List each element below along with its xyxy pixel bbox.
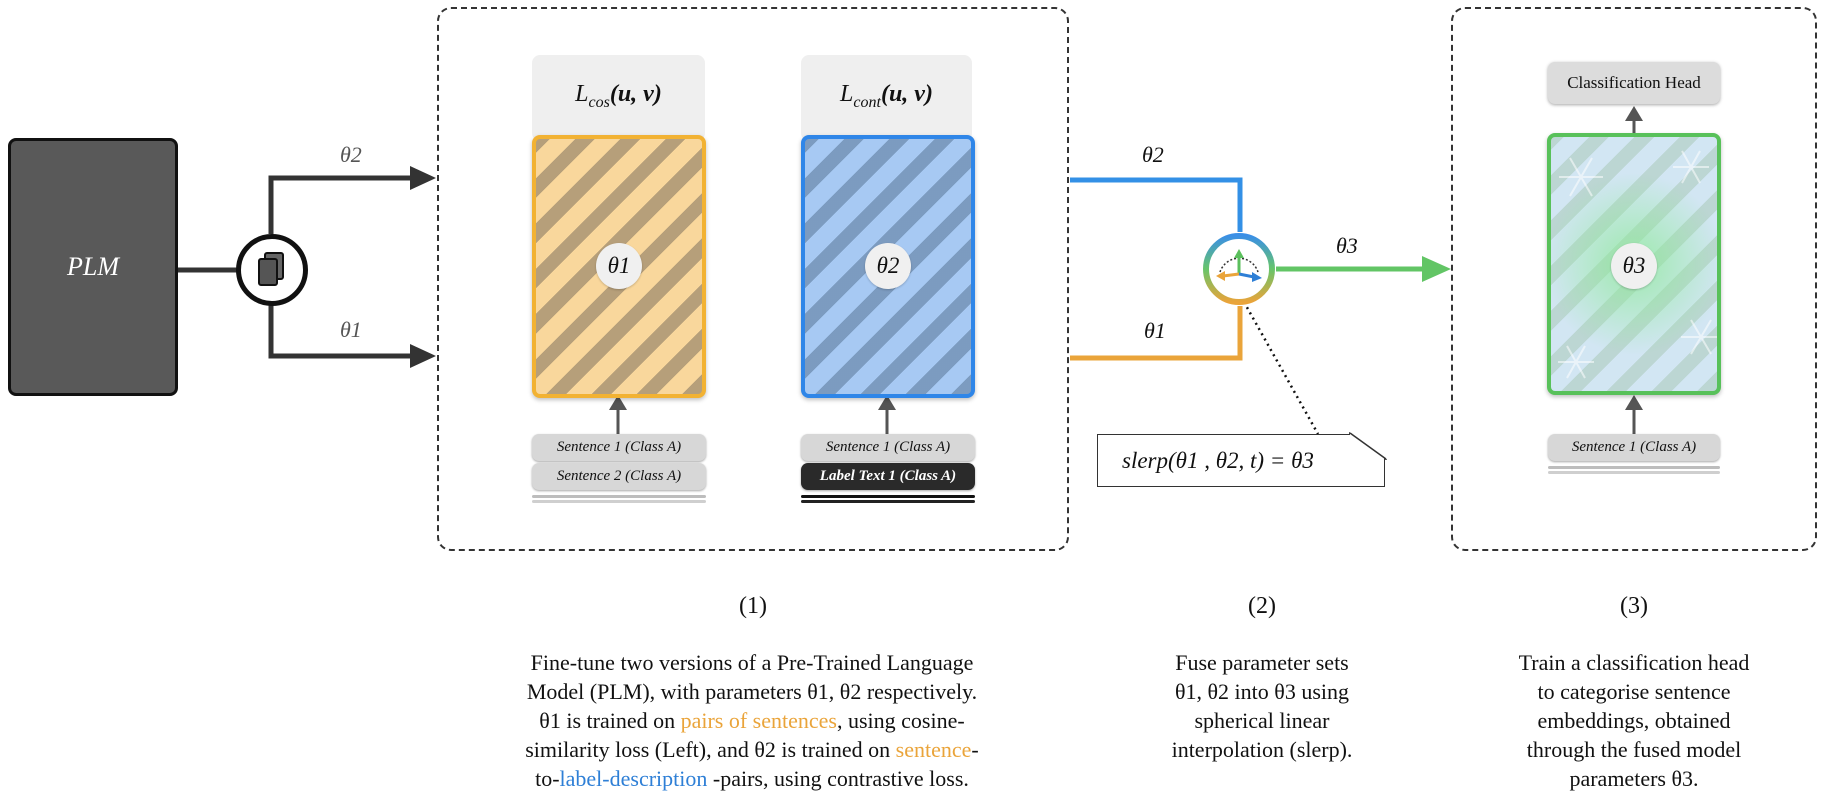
description-text: interpolation (slerp). (1171, 737, 1353, 762)
stage3-input-stack-shadow-2 (1548, 471, 1720, 474)
highlighted-text: pairs of sentences (680, 708, 837, 733)
description-text: through the fused model (1526, 737, 1742, 762)
description-text: Fine-tune two versions of a Pre-Trained … (530, 650, 974, 675)
right-input-sentence-1: Sentence 1 (Class A) (801, 434, 975, 461)
description-text: to categorise sentence (1537, 679, 1731, 704)
fusion-blue-line (1070, 177, 1243, 232)
branch-bottom-label: θ1 (340, 317, 362, 342)
step-3-line: Train a classification head (1484, 648, 1784, 677)
model-card-theta2: θ2 (801, 135, 975, 398)
formula-leader (1242, 301, 1320, 435)
step-1-number: (1) (739, 593, 767, 619)
slerp-icon (1203, 233, 1275, 305)
fusion-out-label: θ3 (1336, 233, 1358, 258)
slerp-formula-note: slerp(θ1 , θ2, t) = θ3 (1097, 434, 1385, 487)
theta3-badge: θ3 (1611, 243, 1657, 289)
description-text: -pairs, using contrastive loss. (707, 766, 969, 791)
snowflake-texture (1558, 150, 1717, 379)
step-2-line: spherical linear (1112, 706, 1412, 735)
branch-bottom-connector (268, 304, 410, 359)
model-card-theta1: θ1 (532, 135, 706, 398)
branch-top-label: θ2 (340, 142, 362, 167)
branch-bottom-arrowhead (410, 344, 436, 368)
theta1-badge: θ1 (596, 243, 642, 289)
step-1-line: to-label-description -pairs, using contr… (452, 764, 1052, 793)
slerp-formula: slerp(θ1 , θ2, t) = θ3 (1122, 447, 1314, 473)
model-card-theta3: θ3 (1547, 133, 1721, 395)
left-input-stack-shadow-1 (532, 495, 706, 498)
step-1-line: Fine-tune two versions of a Pre-Trained … (452, 648, 1052, 677)
step-2-line: θ1, θ2 into θ3 using (1112, 677, 1412, 706)
loss-cos-symbol: L (575, 81, 589, 107)
copy-icon (258, 252, 284, 286)
step-3-description: Train a classification head to categorise… (1484, 648, 1784, 793)
highlighted-text: sentence (895, 737, 972, 762)
note-fold-icon (1349, 432, 1387, 460)
description-text: Fuse parameter sets (1175, 650, 1349, 675)
step-3-number: (3) (1620, 593, 1648, 619)
branch-top-connector (268, 175, 410, 234)
right-input-label-text: Label Text 1 (Class A) (801, 463, 975, 490)
loss-cos-args: (u, v) (609, 81, 662, 107)
loss-cos-header: Lcos(u, v) (532, 55, 705, 141)
step-3-line: parameters θ3. (1484, 764, 1784, 793)
step-2-number: (2) (1248, 593, 1276, 619)
right-input-arrowhead (878, 395, 896, 410)
description-text: similarity loss (Left), and θ2 is traine… (525, 737, 896, 762)
step-1-line: similarity loss (Left), and θ2 is traine… (452, 735, 1052, 764)
step-3-line: through the fused model (1484, 735, 1784, 764)
stage3-box (1451, 7, 1817, 551)
stage3-input-arrowhead (1625, 395, 1643, 410)
step-1-line: Model (PLM), with parameters θ1, θ2 resp… (452, 677, 1052, 706)
step-2-line: interpolation (slerp). (1112, 735, 1412, 764)
description-text: θ1 is trained on (539, 708, 681, 733)
description-text: embeddings, obtained (1537, 708, 1731, 733)
fusion-output-arrowhead (1422, 256, 1451, 282)
description-text: - (971, 737, 979, 762)
copy-splitter (236, 234, 308, 306)
description-text: to- (535, 766, 560, 791)
loss-cos-subscript: cos (588, 93, 610, 111)
right-input-stack-shadow-2 (801, 500, 975, 503)
left-input-sentence-1: Sentence 1 (Class A) (532, 434, 706, 461)
step-1-line: θ1 is trained on pairs of sentences, usi… (452, 706, 1052, 735)
classification-head: Classification Head (1548, 62, 1720, 104)
slerp-node (1202, 232, 1276, 306)
left-input-arrowhead (609, 395, 627, 410)
stage3-input-stack-shadow-1 (1548, 466, 1720, 469)
highlighted-text: label-description (559, 766, 708, 791)
fusion-in-bottom-label: θ1 (1144, 318, 1166, 343)
step-2-description: Fuse parameter sets θ1, θ2 into θ3 using s… (1112, 648, 1412, 764)
description-text: θ1, θ2 into θ3 using (1174, 679, 1349, 704)
description-text: parameters θ3. (1569, 766, 1699, 791)
loss-cont-header: Lcont(u, v) (801, 55, 972, 141)
loss-cont-subscript: cont (853, 93, 881, 111)
loss-cont-symbol: L (840, 81, 854, 107)
left-input-stack-shadow-2 (532, 500, 706, 503)
fusion-in-top-label: θ2 (1142, 142, 1164, 167)
loss-cont-args: (u, v) (880, 81, 933, 107)
branch-top-arrowhead (410, 166, 436, 190)
description-text: Train a classification head (1518, 650, 1750, 675)
step-2-line: Fuse parameter sets (1112, 648, 1412, 677)
step-3-line: embeddings, obtained (1484, 706, 1784, 735)
step-3-line: to categorise sentence (1484, 677, 1784, 706)
right-input-stack-shadow-1 (801, 495, 975, 498)
theta2-badge: θ2 (865, 243, 911, 289)
step-1-description: Fine-tune two versions of a Pre-Trained … (452, 648, 1052, 793)
fusion-orange-line (1070, 306, 1243, 361)
plm-label: PLM (67, 252, 119, 281)
description-text: Model (PLM), with parameters θ1, θ2 resp… (526, 679, 978, 704)
description-text: , using cosine- (836, 708, 965, 733)
stage1-box (437, 7, 1069, 551)
stage3-input-sentence-1: Sentence 1 (Class A) (1548, 434, 1720, 461)
left-input-sentence-2: Sentence 2 (Class A) (532, 463, 706, 490)
plm-block: PLM (8, 138, 178, 396)
head-arrowhead (1625, 106, 1643, 121)
description-text: spherical linear (1194, 708, 1330, 733)
